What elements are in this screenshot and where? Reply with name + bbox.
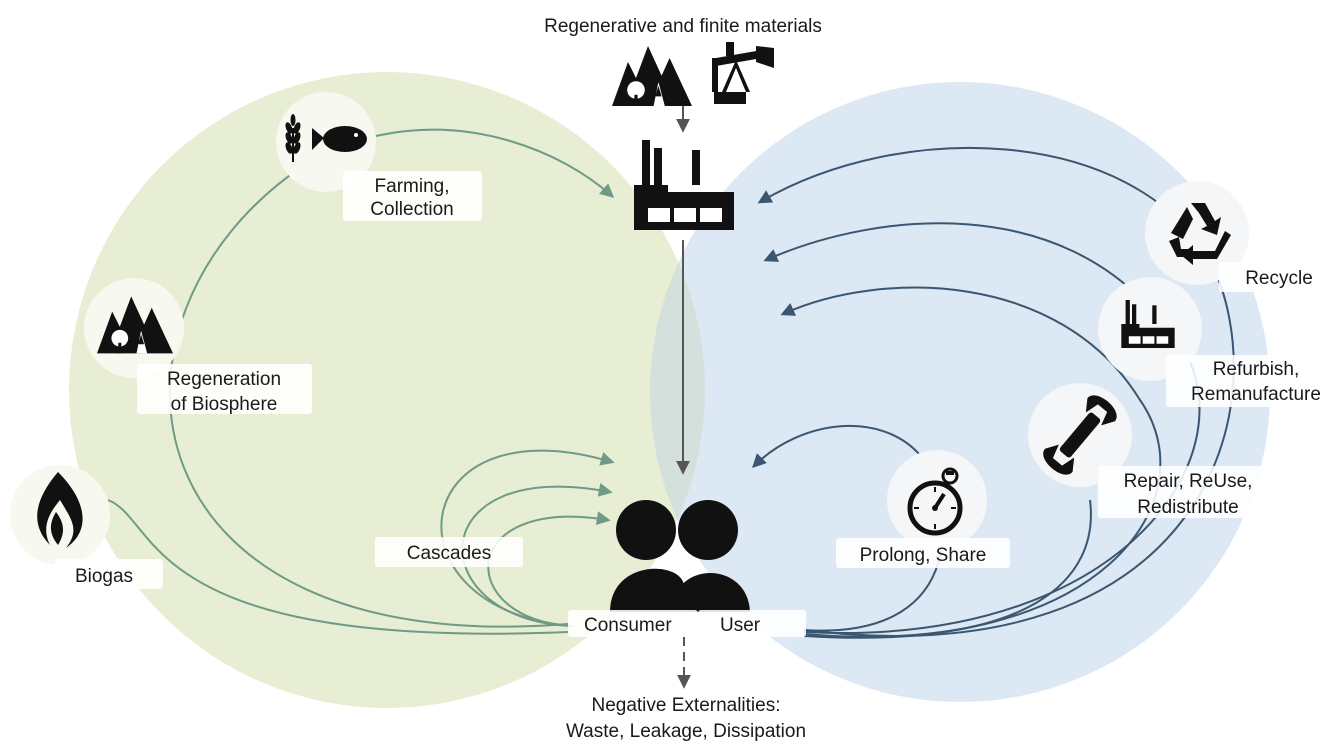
prolong-label-box [836,538,1010,568]
refurbish-label-line1: Refurbish, [1213,359,1300,380]
user-label: User [720,615,761,636]
wrench-icon [1043,395,1117,475]
repair-loop-arc [803,499,1092,639]
cascades-label-box [375,537,523,567]
wheat-icon [285,114,301,162]
factory-icon [634,140,734,230]
biological-cycle-circle [69,72,705,708]
prolong-icon-badge [887,450,987,550]
biogas-label-box [55,559,163,589]
farming-label-box [343,171,482,221]
materials-label: Regenerative and finite materials [544,16,822,37]
farming-to-factory-arrow [375,128,615,198]
farming-label-line1: Farming, [375,176,450,197]
externalities-detail: Waste, Leakage, Dissipation [566,721,806,742]
consumer-label: Consumer [584,615,672,636]
stopwatch-icon [907,467,963,536]
farming-label-line2: Collection [370,199,453,220]
regeneration-label-line2: of Biosphere [171,394,278,415]
biogas-label: Biogas [75,566,133,587]
forest-icon [612,46,692,106]
oil-pump-icon [712,42,774,104]
refurbish-label-box [1166,355,1338,407]
technical-cycle-circle [650,82,1270,702]
repair-label-line1: Repair, ReUse, [1124,471,1253,492]
repair-label-box [1098,466,1278,518]
cascades-label: Cascades [407,543,492,564]
consumer-label-box [568,610,698,637]
regeneration-label-line1: Regeneration [167,369,281,390]
regeneration-label-box [137,364,312,414]
recycle-icon-badge [1145,181,1249,285]
biogas-icon-badge [10,465,110,565]
recycle-label-box [1219,262,1319,292]
recycle-label: Recycle [1245,268,1313,289]
fish-icon [312,126,367,152]
externalities-title: Negative Externalities: [591,695,780,716]
refurbish-label-line2: Remanufacture [1191,384,1321,405]
prolong-label: Prolong, Share [860,545,987,566]
repair-label-line2: Redistribute [1137,497,1238,518]
people-icon [610,500,750,612]
user-label-box [698,610,806,637]
regeneration-loop-arc [169,167,569,628]
remanufacture-loop-arc [780,286,1162,638]
biogas-loop-arc [107,499,569,635]
recycle-icon [1169,203,1231,265]
flame-icon [37,472,83,548]
